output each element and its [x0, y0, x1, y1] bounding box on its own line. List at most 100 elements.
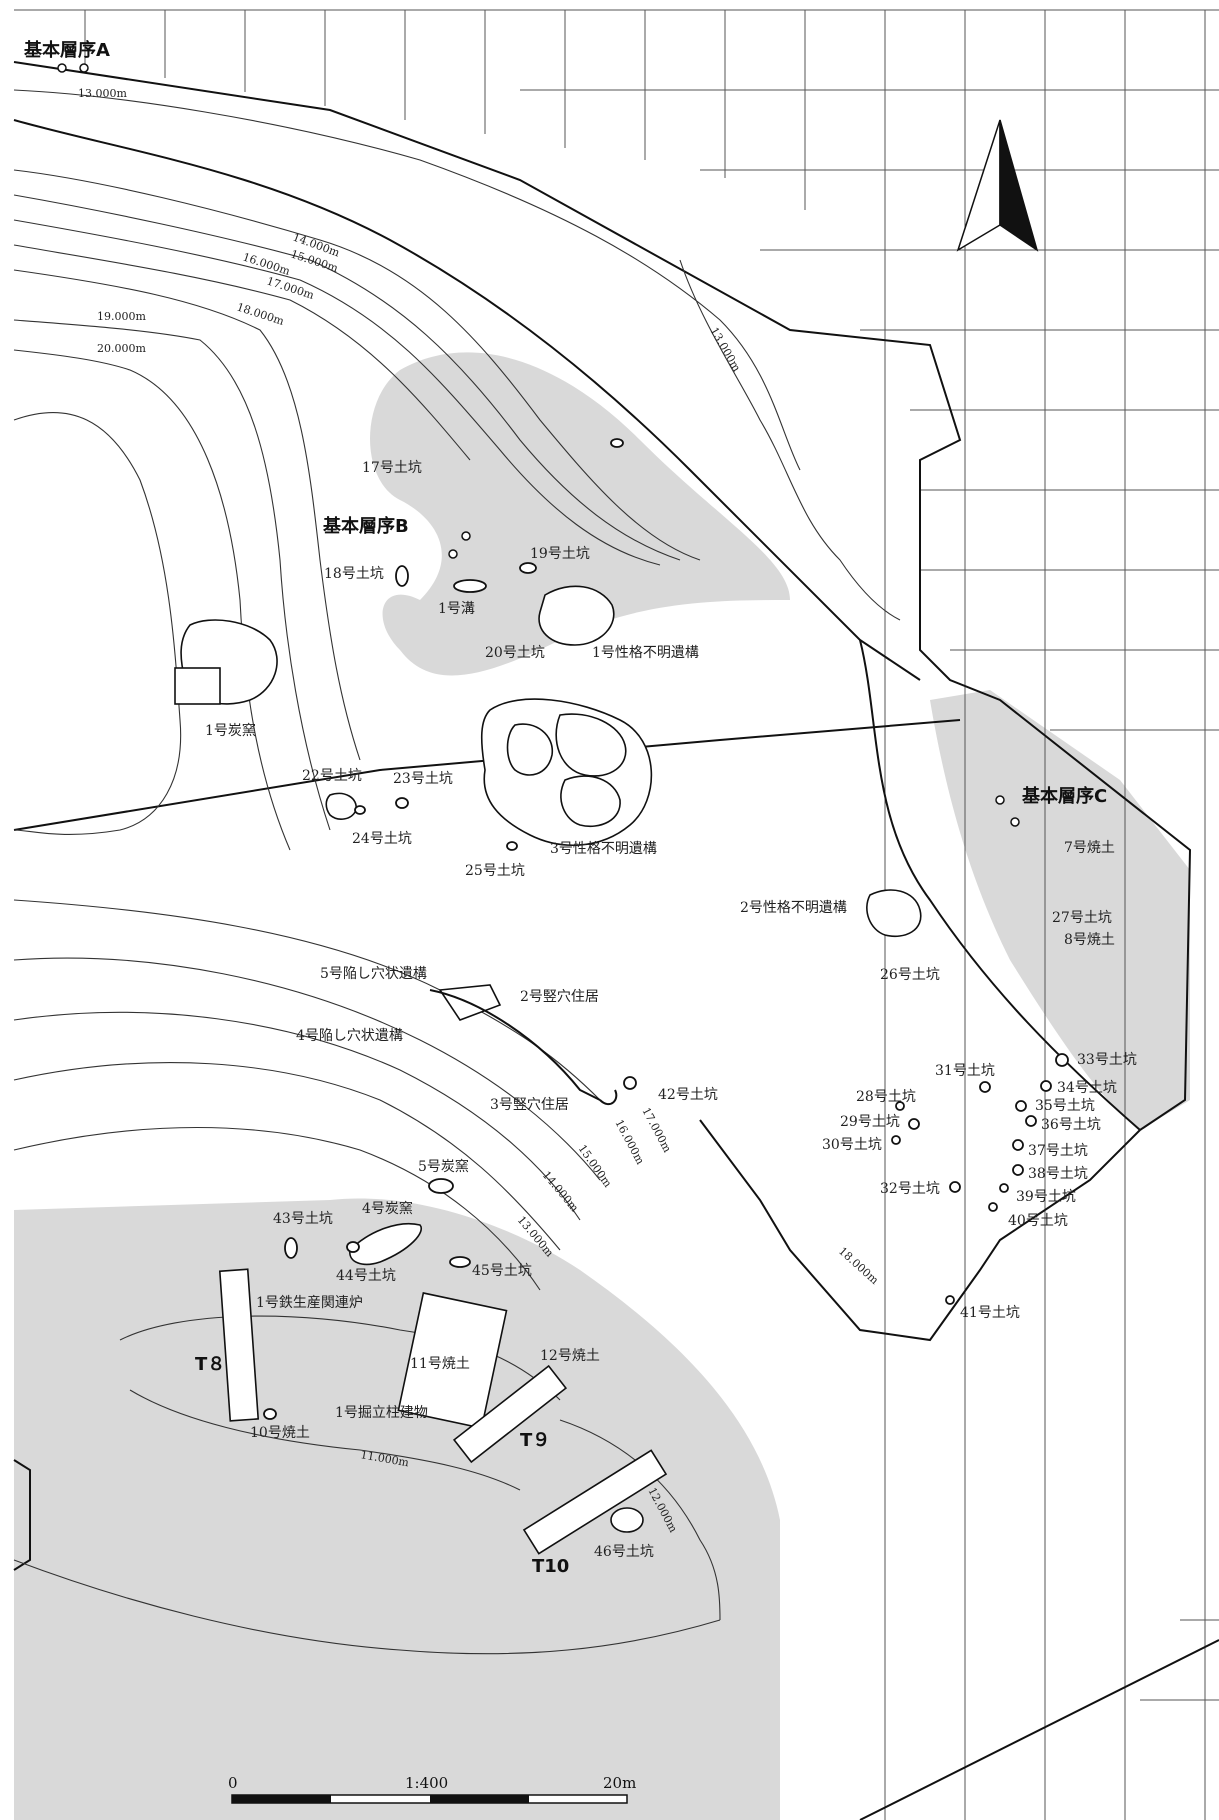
- label-pit39: 39号土坑: [1016, 1189, 1076, 1205]
- label-unk2: 2号性格不明遺構: [740, 900, 847, 916]
- label-unk1: 1号性格不明遺構: [592, 645, 699, 661]
- label-pit41: 41号土坑: [960, 1305, 1020, 1321]
- kiln4-shape: [349, 1223, 422, 1266]
- contour-label-14b: 14.000m: [540, 1169, 582, 1215]
- pit-north-small: [610, 438, 624, 448]
- label-seq-a: 基本層序A: [23, 39, 110, 61]
- label-pit25: 25号土坑: [465, 863, 525, 879]
- contour-17m: [13, 244, 471, 461]
- pit19-shape: [519, 562, 537, 574]
- contour-label-16a: 16.000m: [241, 250, 292, 278]
- kiln1-platform: [174, 667, 221, 705]
- label-pit19: 19号土坑: [530, 546, 590, 562]
- pit32-shape: [949, 1181, 961, 1193]
- unk2-shape: [866, 889, 922, 937]
- contour-13m-east: [679, 259, 901, 621]
- contour-south-b: [13, 957, 601, 1181]
- pit20-shape: [538, 585, 615, 646]
- contour-label-17b: 17.000m: [639, 1105, 674, 1155]
- label-pit23: 23号土坑: [393, 771, 453, 787]
- pit44-shape: [346, 1241, 360, 1253]
- contour-label-18a: 18.000m: [235, 300, 286, 328]
- contour-south-c: [13, 1011, 581, 1221]
- label-pit18: 18号土坑: [324, 566, 384, 582]
- contour-20m: [13, 349, 291, 851]
- pit45-shape: [449, 1256, 471, 1268]
- datum-point-icon: [1010, 817, 1020, 827]
- label-pit42: 42号土坑: [658, 1087, 718, 1103]
- shade-zone-north: [370, 352, 790, 676]
- kiln5-shape: [428, 1178, 454, 1194]
- contour-11m: [129, 1389, 521, 1491]
- shaded-areas: [14, 352, 1190, 1820]
- label-pit35: 35号土坑: [1035, 1098, 1095, 1114]
- boundary-south-strip: [13, 1459, 31, 1571]
- label-pit43: 43号土坑: [273, 1211, 333, 1227]
- label-furnace1: 1号鉄生産関連炉: [256, 1295, 363, 1311]
- north-arrow-icon: [956, 119, 1039, 252]
- contour-south-e: [13, 1127, 541, 1291]
- label-t9: T９: [520, 1430, 550, 1451]
- shade-zone-south: [14, 1198, 780, 1820]
- label-pit37: 37号土坑: [1028, 1143, 1088, 1159]
- contour-15m: [13, 194, 681, 561]
- pit40-shape: [988, 1202, 998, 1212]
- label-pit36: 36号土坑: [1041, 1117, 1101, 1133]
- label-trap5: 5号陥し穴状遺構: [320, 965, 427, 982]
- excavation-boundary: [13, 61, 1219, 1820]
- scale-bar: 0 1:400 20m: [228, 1774, 636, 1804]
- contour-south-a: [13, 899, 601, 1101]
- contour-label-13b: 13.000m: [707, 325, 743, 374]
- label-burn12: 12号焼土: [540, 1348, 600, 1364]
- pit41-shape: [945, 1295, 955, 1305]
- label-burn7: 7号焼土: [1064, 840, 1115, 856]
- boundary-south-edge: [699, 1119, 1141, 1342]
- label-ditch1: 1号溝: [438, 601, 475, 617]
- contour-south-d: [13, 1062, 561, 1251]
- label-pit17: 17号土坑: [362, 460, 422, 476]
- contour-south-inner: [119, 1315, 561, 1401]
- label-pit38: 38号土坑: [1028, 1166, 1088, 1182]
- pit28-shape: [895, 1101, 905, 1111]
- label-kiln1: 1号炭窯: [205, 722, 256, 739]
- label-pit26: 26号土坑: [880, 967, 940, 983]
- contour-12m: [559, 1419, 721, 1621]
- label-t10: T10: [532, 1556, 569, 1577]
- label-pit22: 22号土坑: [302, 768, 362, 784]
- contour-label-19a: 19.000m: [97, 310, 146, 323]
- label-burn8: 8号焼土: [1064, 932, 1115, 948]
- boundary-southeast-corner: [859, 1639, 1219, 1820]
- label-pit32: 32号土坑: [880, 1181, 940, 1197]
- contour-label-15b: 15.000m: [576, 1142, 615, 1190]
- datum-point-icon: [461, 531, 471, 541]
- contour-13m-north: [13, 89, 801, 471]
- grid-lines: [14, 9, 1219, 1820]
- label-kiln5: 5号炭窯: [418, 1158, 469, 1175]
- pit37-shape: [1012, 1139, 1024, 1151]
- label-pit40: 40号土坑: [1008, 1213, 1068, 1229]
- datum-point-icon: [57, 63, 67, 73]
- archaeological-features: [174, 438, 1069, 1555]
- pit18-shape: [395, 565, 409, 587]
- datum-point-icon: [995, 795, 1005, 805]
- pit39-shape: [999, 1183, 1009, 1193]
- contour-south-outer: [13, 1559, 721, 1655]
- label-pit44: 44号土坑: [336, 1268, 396, 1284]
- contour-label-20a: 20.000m: [97, 342, 146, 355]
- contour-inner-ring: [13, 412, 182, 835]
- label-kiln4: 4号炭窯: [362, 1200, 413, 1217]
- label-pit20: 20号土坑: [485, 645, 545, 661]
- label-pit34: 34号土坑: [1057, 1080, 1117, 1096]
- unk3-inner-c: [560, 775, 621, 827]
- pit22-shape: [325, 792, 357, 820]
- label-pit29: 29号土坑: [840, 1114, 900, 1130]
- label-pit31: 31号土坑: [935, 1063, 995, 1079]
- unk3-inner-b: [506, 723, 553, 776]
- label-pit46: 46号土坑: [594, 1544, 654, 1560]
- pit29-shape: [908, 1118, 920, 1130]
- dwelling2-outline: [429, 989, 601, 1101]
- pit30-shape: [891, 1135, 901, 1145]
- scale-label-ratio: 1:400: [405, 1774, 448, 1792]
- datum-points: [57, 63, 1020, 827]
